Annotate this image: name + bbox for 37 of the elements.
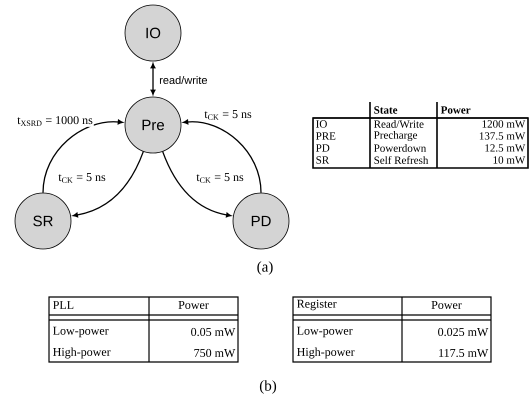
table-cell: SR — [316, 156, 330, 164]
table-cell: Register — [297, 300, 337, 310]
panel-caption: (b) — [260, 380, 276, 394]
table-cell: High-power — [297, 348, 355, 358]
table-cell: Power — [178, 301, 209, 309]
edge-label: t$_{CK}$ = 5 ns — [203, 109, 253, 121]
table-header: State — [374, 106, 398, 114]
table-cell: High-power — [53, 348, 111, 358]
table-cell: 1200 mW — [482, 120, 526, 128]
table-header: Power — [440, 106, 470, 114]
edge-label: read/write — [158, 74, 208, 86]
edge-label: t$_{CK}$ = 5 ns — [195, 172, 245, 184]
arrow — [42, 120, 123, 193]
arrow — [72, 151, 144, 218]
table-cell: 117.5 mW — [439, 348, 488, 358]
table-cell: Power — [432, 301, 462, 309]
table-cell: Precharge — [374, 131, 418, 141]
table-cell: Self Refresh — [374, 156, 428, 164]
arrow — [150, 63, 156, 95]
table-cell: Read/Write — [374, 120, 424, 128]
table-cell: Low-power — [297, 326, 353, 338]
table-cell: 0.025 mW — [438, 328, 488, 336]
table-cell: 0.05 mW — [191, 328, 236, 336]
table-cell: PLL — [53, 301, 74, 309]
table-cell: Powerdown — [374, 144, 426, 152]
edge-label: t$_{XSRD}$ = 1000 ns — [16, 115, 94, 127]
table-cell: 137.5 mW — [480, 132, 526, 140]
table-cell: 12.5 mW — [485, 144, 526, 152]
arrow — [183, 120, 262, 193]
table-cell: 750 mW — [194, 348, 236, 358]
arrow — [162, 151, 232, 218]
table-cell: PRE — [316, 132, 336, 140]
edge-label: t$_{CK}$ = 5 ns — [57, 172, 107, 184]
table-cell: 10 mW — [494, 156, 526, 164]
table-cell: IO — [316, 120, 327, 128]
table-cell: PD — [316, 144, 330, 152]
table-cell: Low-power — [53, 326, 109, 338]
